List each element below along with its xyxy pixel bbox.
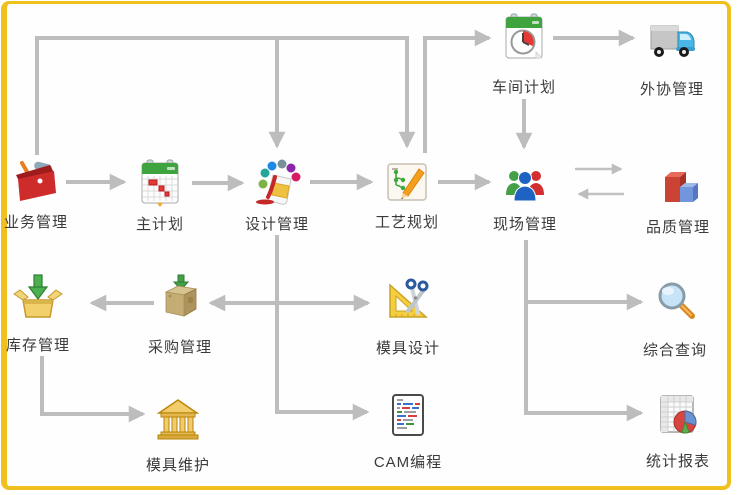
calendar-clock-icon <box>505 13 543 59</box>
node-inventory-mgmt[interactable]: 库存管理 <box>0 270 83 355</box>
node-label: 统计报表 <box>645 453 710 470</box>
calendar-gantt-icon <box>141 159 179 207</box>
edge-inventory-moldmaint <box>40 356 146 423</box>
node-cam-programming[interactable]: CAM编程 <box>363 389 453 472</box>
node-mold-maintenance[interactable]: 模具维护 <box>133 392 223 475</box>
node-label: 设计管理 <box>244 216 309 233</box>
node-workshop-plan[interactable]: 车间计划 <box>479 12 569 97</box>
notepad-pencil-icon <box>387 163 427 201</box>
node-business-mgmt[interactable]: 业务管理 <box>0 155 81 232</box>
edge-shopfloor-reports <box>524 240 644 422</box>
carton-box-icon <box>164 274 198 317</box>
node-label: 采购管理 <box>147 339 212 356</box>
node-label: 品质管理 <box>645 219 710 236</box>
node-label: 模具维护 <box>145 457 210 474</box>
edge-design-cam <box>275 235 370 421</box>
node-label: 现场管理 <box>492 216 557 233</box>
node-quality-mgmt[interactable]: 品质管理 <box>633 160 723 237</box>
node-mold-design[interactable]: 模具设计 <box>363 273 453 358</box>
toolbox-icon <box>16 161 56 201</box>
node-master-plan[interactable]: 主计划 <box>115 157 205 234</box>
paint-icon <box>256 159 301 205</box>
node-label: 外协管理 <box>639 81 704 98</box>
bank-icon <box>156 399 200 440</box>
blocks-icon <box>665 172 698 202</box>
node-label: CAM编程 <box>373 454 443 471</box>
edge-process-workshop <box>423 29 492 153</box>
node-process-planning[interactable]: 工艺规划 <box>362 155 452 232</box>
magnifier-icon <box>658 282 695 319</box>
code-document-icon <box>392 394 424 436</box>
ruler-scissors-icon <box>389 278 429 318</box>
node-shopfloor-mgmt[interactable]: 现场管理 <box>480 157 570 234</box>
edge-business-toprail <box>35 36 416 155</box>
node-label: 综合查询 <box>642 342 707 359</box>
node-outsourcing-mgmt[interactable]: 外协管理 <box>627 14 717 99</box>
node-label: 工艺规划 <box>374 214 439 231</box>
node-statistical-reports[interactable]: 统计报表 <box>633 388 723 471</box>
truck-icon <box>650 25 695 57</box>
node-comprehensive-query[interactable]: 综合查询 <box>630 275 720 360</box>
node-label: 主计划 <box>135 216 184 233</box>
node-purchasing-mgmt[interactable]: 采购管理 <box>135 272 225 357</box>
people-icon <box>506 171 544 202</box>
node-label: 业务管理 <box>3 214 68 231</box>
node-design-mgmt[interactable]: 设计管理 <box>232 157 322 234</box>
node-label: 模具设计 <box>375 340 440 357</box>
spreadsheet-pie-icon <box>660 395 697 434</box>
node-label: 库存管理 <box>5 337 70 354</box>
node-label: 车间计划 <box>491 79 556 96</box>
open-box-arrow-icon <box>13 274 63 318</box>
